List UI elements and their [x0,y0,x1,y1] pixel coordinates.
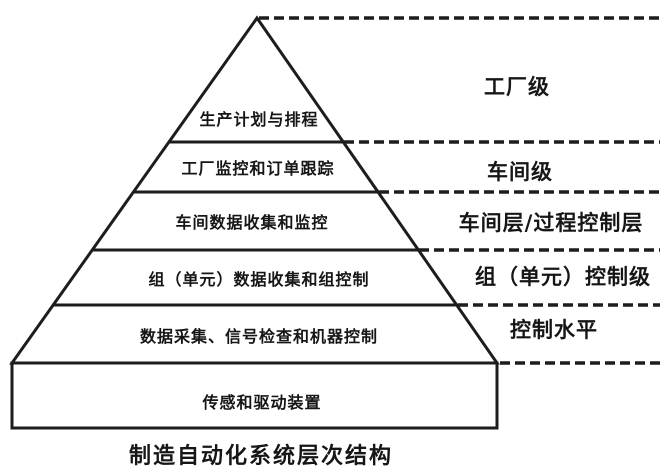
pyramid-base-rect [10,361,499,430]
hierarchy-label-workshop-level: 车间级 [487,160,553,184]
hierarchy-label-factory-level: 工厂级 [484,75,550,99]
pyramid-level-2-label: 工厂监控和订单跟踪 [181,159,334,178]
pyramid-level-1-label: 生产计划与排程 [199,110,318,129]
pyramid-level-5-label: 数据采集、信号检查和机器控制 [140,327,378,346]
hierarchy-label-cell-control-level: 组（单元）控制级 [475,265,651,289]
pyramid-level-4-label: 组（单元）数据收集和组控制 [148,270,369,289]
diagram-caption: 制造自动化系统层次结构 [129,443,393,469]
pyramid-level-6-label: 传感和驱动装置 [201,393,321,412]
hierarchy-label-control-level: 控制水平 [510,318,598,342]
hierarchy-label-process-control-level: 车间层/过程控制层 [459,211,644,235]
pyramid-level-3-label: 车间数据收集和监控 [175,213,328,232]
